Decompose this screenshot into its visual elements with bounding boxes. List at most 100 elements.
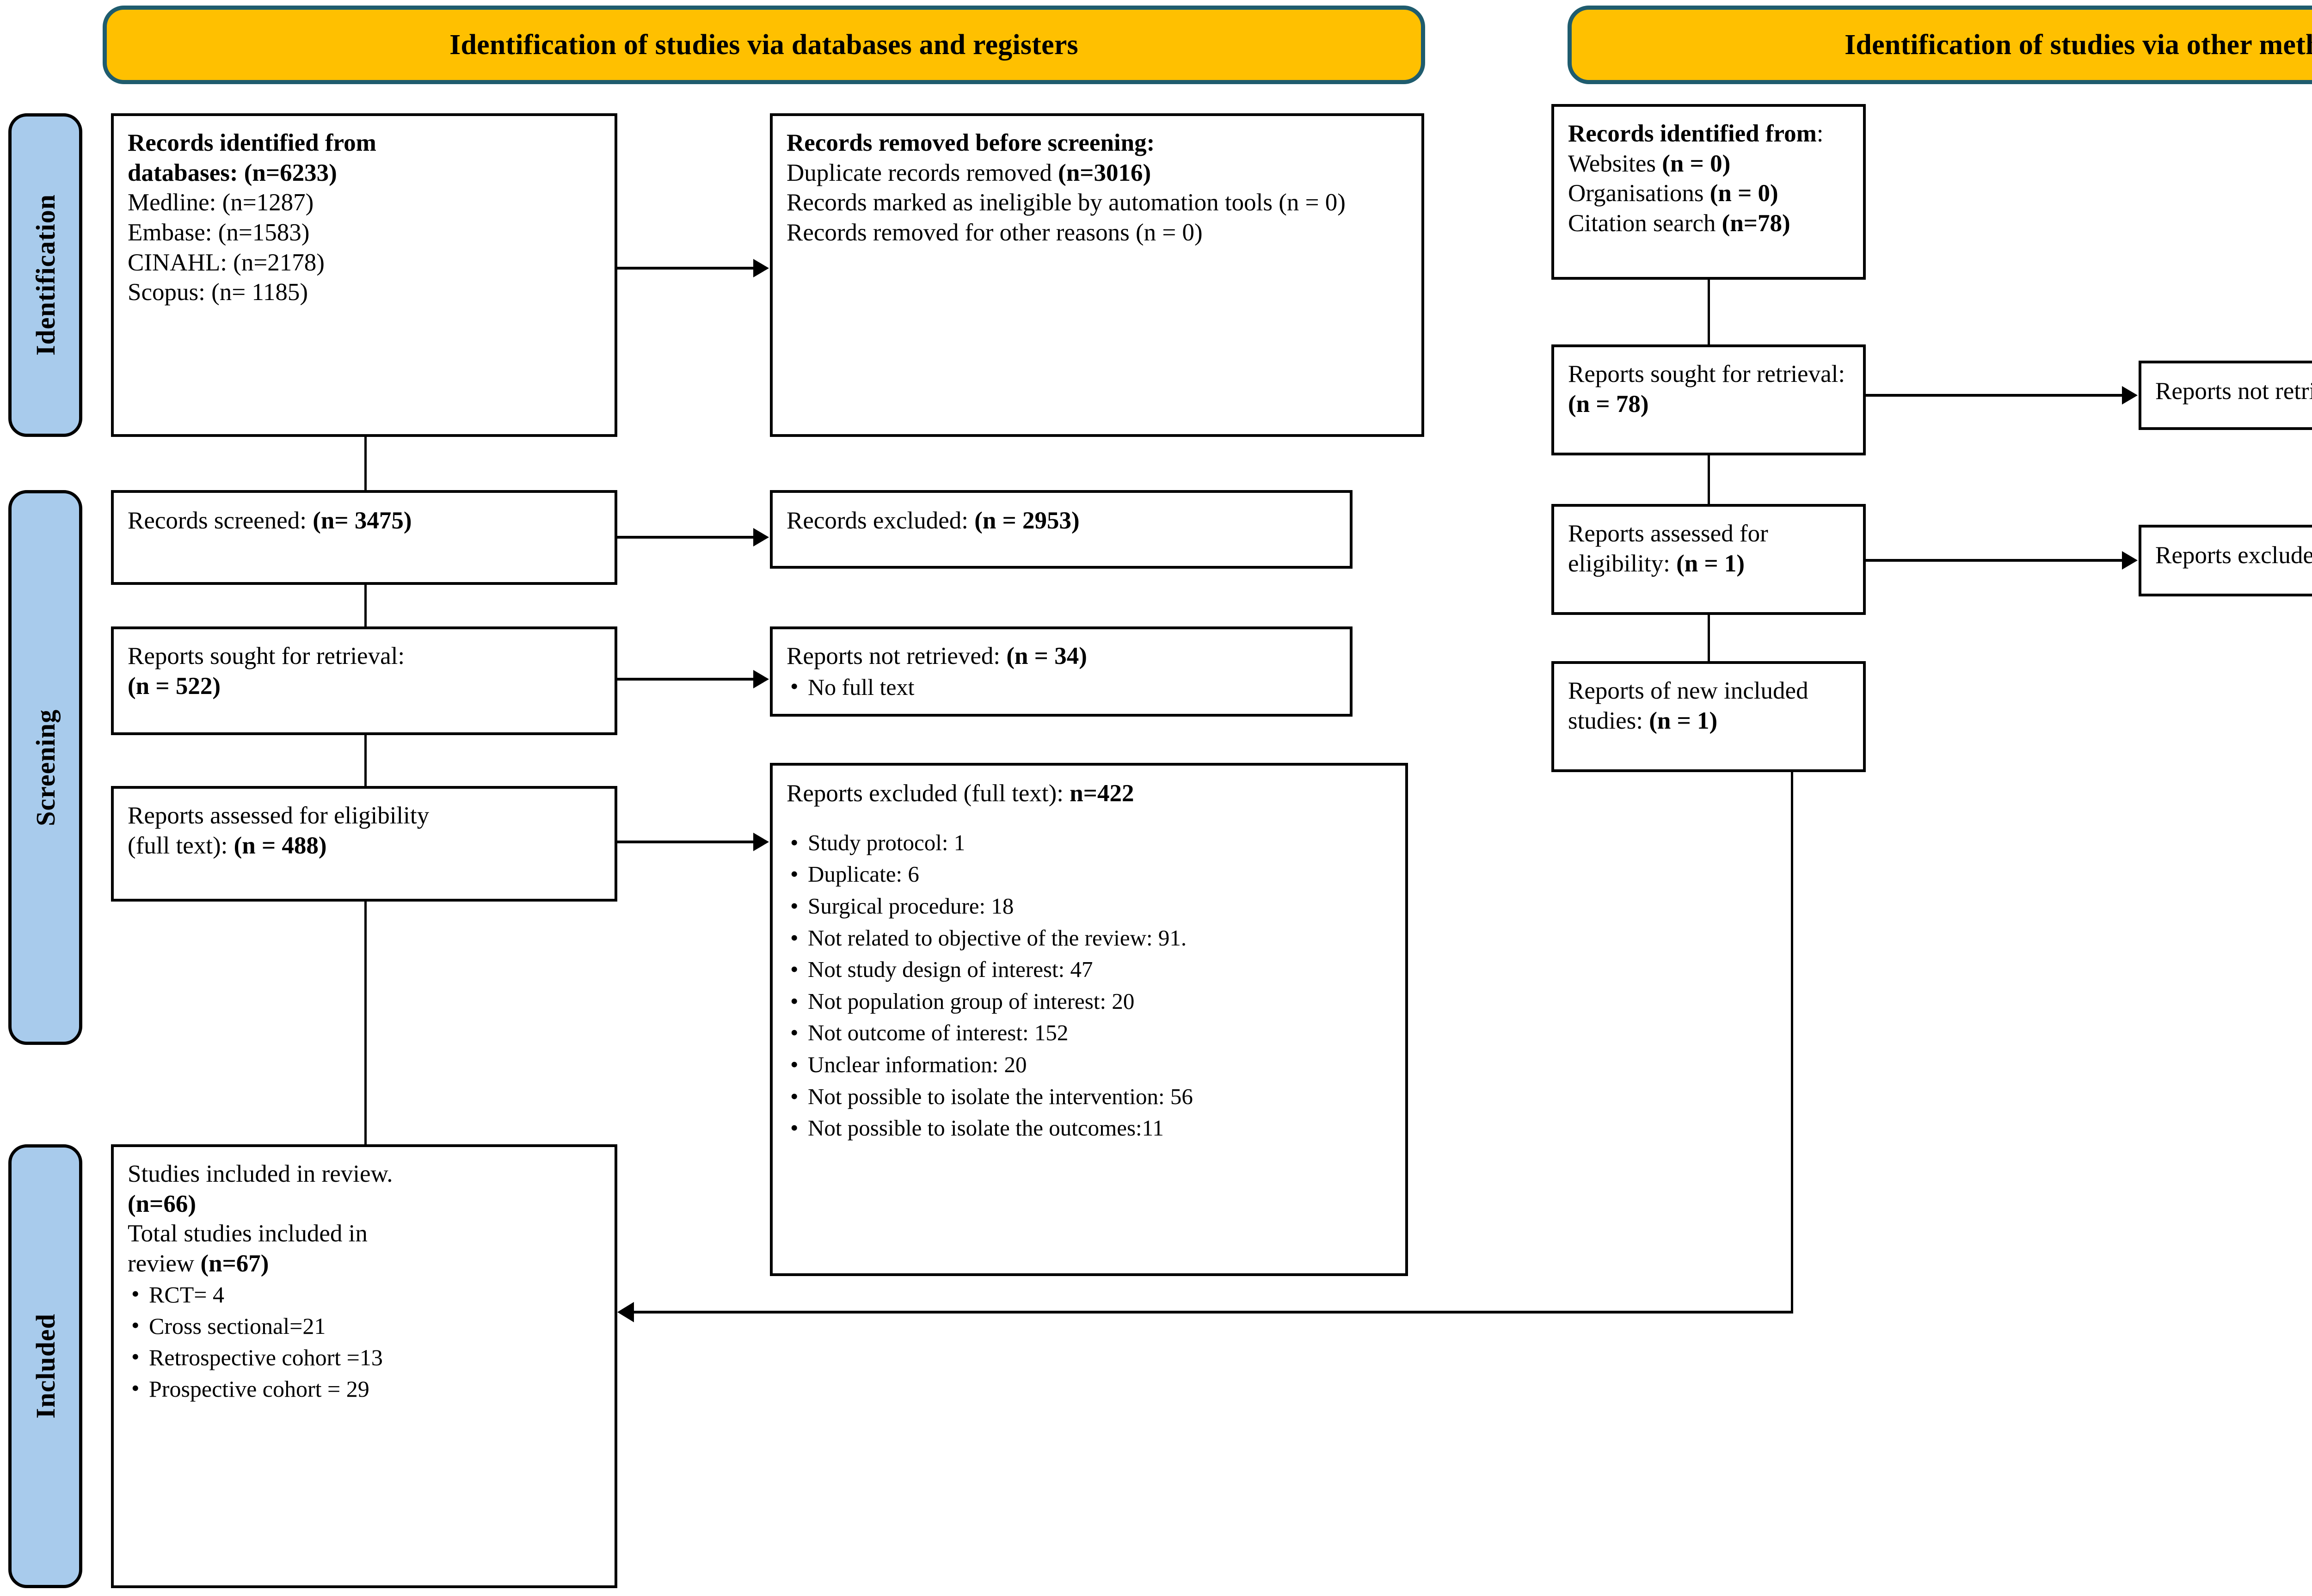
connector-screened-to-sought <box>364 585 367 626</box>
other-excluded-prefix: Reports excluded: <box>2155 542 2312 569</box>
banner-other-methods: Identification of studies via other meth… <box>1568 6 2312 84</box>
list-item: Not population group of interest: 20 <box>787 985 1393 1018</box>
studies-included-line1: Studies included in review. <box>128 1160 393 1187</box>
arrowhead-identified-to-removed <box>753 259 769 277</box>
other-sought-count: (n = 78) <box>1568 390 1649 417</box>
list-item: Cross sectional=21 <box>128 1309 603 1342</box>
list-item: Duplicate: 6 <box>787 858 1393 890</box>
arrowhead-new-included-to-included <box>617 1302 634 1322</box>
banner-databases-registers: Identification of studies via databases … <box>103 6 1425 84</box>
records-removed-title: Records removed before screening: <box>787 129 1155 156</box>
total-studies-line2-prefix: review <box>128 1250 201 1277</box>
other-identified-title: Records identified from <box>1568 120 1817 147</box>
list-item: Surgical procedure: 18 <box>787 890 1393 922</box>
other-not-retrieved-prefix: Reports not retrieved: <box>2155 378 2312 405</box>
connector-sought-to-assessed <box>364 735 367 786</box>
connector-new-included-to-included <box>633 1311 1793 1314</box>
other-citation-search-count: (n=78) <box>1722 209 1790 237</box>
reports-sought-count: (n = 522) <box>128 672 221 700</box>
source-cinahl: CINAHL: (n=2178) <box>128 249 325 276</box>
reports-not-retrieved-prefix: Reports not retrieved: <box>787 643 1007 669</box>
box-other-reports-assessed: Reports assessed for eligibility: (n = 1… <box>1551 504 1866 615</box>
reports-not-retrieved-reasons: No full text <box>787 670 1338 703</box>
source-medline: Medline: (n=1287) <box>128 189 314 216</box>
phase-label-included-text: Included <box>30 1314 61 1419</box>
studies-included-count: (n=66) <box>128 1190 196 1217</box>
phase-label-included: Included <box>8 1144 82 1588</box>
connector-identified-to-screened <box>364 437 367 490</box>
reports-assessed-line1: Reports assessed for eligibility <box>128 802 430 829</box>
connector-assessed-to-fulltext-excluded <box>617 841 754 843</box>
list-item: Unclear information: 20 <box>787 1048 1393 1081</box>
list-item: Not possible to isolate the outcomes:11 <box>787 1111 1393 1144</box>
other-websites-count: (n = 0) <box>1662 150 1731 177</box>
other-assessed-line1: Reports assessed for <box>1568 520 1768 547</box>
phase-label-screening: Screening <box>8 490 82 1045</box>
other-organisations-prefix: Organisations <box>1568 180 1710 207</box>
banner-other-methods-label: Identification of studies via other meth… <box>1845 29 2312 61</box>
records-removed-other-reasons: Records removed for other reasons (n = 0… <box>787 219 1203 246</box>
total-studies-line1: Total studies included in <box>128 1220 368 1247</box>
other-identified-title-colon: : <box>1816 120 1824 147</box>
arrowhead-sought-to-not-retrieved <box>753 670 769 688</box>
arrowhead-assessed-to-fulltext-excluded <box>753 833 769 851</box>
connector-other-identified-to-sought <box>1708 280 1710 344</box>
connector-new-included-down <box>1791 772 1793 1312</box>
phase-label-identification-text: Identification <box>30 194 61 356</box>
box-reports-sought-retrieval: Reports sought for retrieval: (n = 522) <box>111 626 617 735</box>
source-embase: Embase: (n=1583) <box>128 219 310 246</box>
fulltext-excluded-title-prefix: Reports excluded (full text): <box>787 780 1070 807</box>
other-sought-line1: Reports sought for retrieval: <box>1568 361 1845 387</box>
connector-sought-to-not-retrieved <box>617 678 754 681</box>
list-item: Not outcome of interest: 152 <box>787 1016 1393 1049</box>
banner-databases-registers-label: Identification of studies via databases … <box>449 29 1078 61</box>
box-reports-excluded-fulltext: Reports excluded (full text): n=422 Stud… <box>770 763 1408 1276</box>
other-citation-search-prefix: Citation search <box>1568 209 1722 237</box>
box-reports-assessed-eligibility: Reports assessed for eligibility (full t… <box>111 786 617 902</box>
list-item: Prospective cohort = 29 <box>128 1372 603 1405</box>
records-screened-prefix: Records screened: <box>128 507 313 534</box>
records-identified-line1: Records identified from <box>128 129 376 156</box>
box-records-identified-databases: Records identified from databases: (n=62… <box>111 113 617 437</box>
other-organisations-count: (n = 0) <box>1709 180 1778 207</box>
box-records-excluded: Records excluded: (n = 2953) <box>770 490 1353 569</box>
phase-label-identification: Identification <box>8 113 82 437</box>
box-records-identified-other: Records identified from: Websites (n = 0… <box>1551 104 1866 280</box>
connector-other-assessed-to-excluded <box>1866 559 2123 562</box>
spacer <box>787 810 1393 827</box>
new-included-line1: Reports of new included <box>1568 677 1808 704</box>
list-item: Not related to objective of the review: … <box>787 921 1393 954</box>
connector-other-assessed-to-new-included <box>1708 615 1710 661</box>
arrowhead-other-assessed-to-excluded <box>2122 551 2138 570</box>
records-excluded-prefix: Records excluded: <box>787 507 975 534</box>
other-websites-prefix: Websites <box>1568 150 1662 177</box>
new-included-line2-prefix: studies: <box>1568 707 1649 734</box>
fulltext-excluded-count: n=422 <box>1070 780 1134 807</box>
study-design-breakdown: RCT= 4 Cross sectional=21 Retrospective … <box>128 1278 603 1405</box>
duplicate-removed-prefix: Duplicate records removed <box>787 159 1058 186</box>
connector-other-sought-to-not-retrieved <box>1866 394 2123 397</box>
source-scopus: Scopus: (n= 1185) <box>128 279 308 306</box>
reports-assessed-count: (n = 488) <box>234 832 327 859</box>
records-identified-line2: databases: (n=6233) <box>128 159 337 186</box>
records-screened-count: (n= 3475) <box>313 507 412 534</box>
list-item: Retrospective cohort =13 <box>128 1341 603 1373</box>
arrowhead-other-sought-to-not-retrieved <box>2122 386 2138 405</box>
reports-not-retrieved-count: (n = 34) <box>1006 643 1087 669</box>
connector-assessed-to-included <box>364 902 367 1144</box>
box-records-removed-before-screening: Records removed before screening: Duplic… <box>770 113 1424 437</box>
reports-sought-line1: Reports sought for retrieval: <box>128 643 405 669</box>
new-included-count: (n = 1) <box>1649 707 1718 734</box>
other-assessed-line2-prefix: eligibility: <box>1568 550 1677 577</box>
list-item: No full text <box>787 670 1338 703</box>
list-item: RCT= 4 <box>128 1278 603 1310</box>
box-records-screened: Records screened: (n= 3475) <box>111 490 617 585</box>
list-item: Not possible to isolate the intervention… <box>787 1080 1393 1113</box>
total-studies-count: (n=67) <box>200 1250 269 1277</box>
box-other-reports-excluded: Reports excluded: (n = 77) <box>2139 525 2312 596</box>
fulltext-exclusion-reasons: Study protocol: 1 Duplicate: 6 Surgical … <box>787 826 1393 1144</box>
arrowhead-screened-to-excluded <box>753 528 769 546</box>
list-item: Study protocol: 1 <box>787 826 1393 859</box>
box-reports-new-included-studies: Reports of new included studies: (n = 1) <box>1551 661 1866 772</box>
